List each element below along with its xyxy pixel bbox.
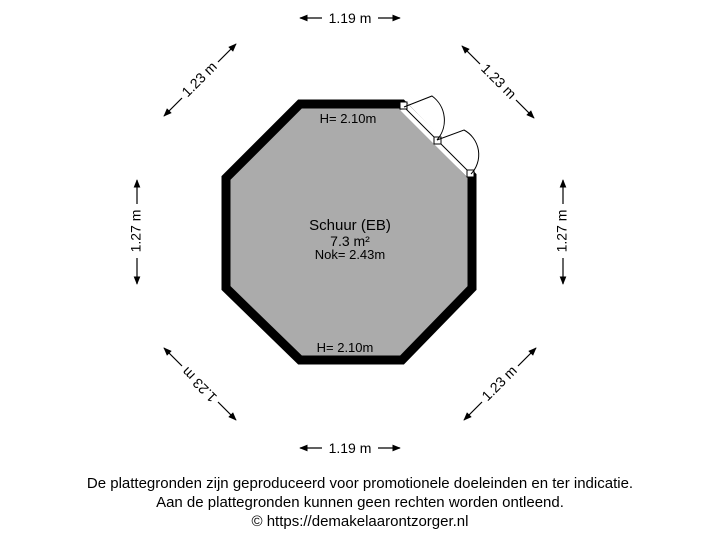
disclaimer-line-1: De plattegronden zijn geproduceerd voor … <box>86 475 634 492</box>
source-link[interactable]: © https://demakelaarontzorger.nl <box>251 513 469 530</box>
height-label-bottom: H= 2.10m <box>317 340 374 355</box>
door-icon <box>399 95 480 178</box>
disclaimer-line-2: Aan de plattegronden kunnen geen rechten… <box>156 494 564 511</box>
dimension-right: 1.27 m <box>554 179 570 285</box>
ridge-height: Nok= 2.43m <box>315 247 385 262</box>
dimension-top-left: 1.23 m <box>163 43 237 117</box>
dimension-bottom-right: 1.23 m <box>463 347 537 421</box>
dimension-bottom-left-label: 1.23 m <box>178 364 220 406</box>
height-label-top: H= 2.10m <box>320 111 377 126</box>
dimension-right-label: 1.27 m <box>554 210 570 253</box>
floor-plan: H= 2.10m Schuur (EB) 7.3 m² Nok= 2.43m H… <box>128 10 570 456</box>
dimension-bottom: 1.19 m <box>299 440 401 456</box>
dimension-left: 1.27 m <box>128 179 144 285</box>
dimension-bottom-right-label: 1.23 m <box>478 362 520 404</box>
room-name: Schuur (EB) <box>309 217 391 234</box>
dimension-top-right: 1.23 m <box>461 45 535 119</box>
dimension-left-label: 1.27 m <box>128 210 144 253</box>
dimension-top-label: 1.19 m <box>329 10 372 26</box>
dimension-top: 1.19 m <box>299 10 401 26</box>
dimension-bottom-label: 1.19 m <box>329 440 372 456</box>
dimension-top-left-label: 1.23 m <box>178 58 220 100</box>
dimension-top-right-label: 1.23 m <box>478 60 520 102</box>
dimension-bottom-left: 1.23 m <box>163 347 237 421</box>
room-area: 7.3 m² <box>330 233 370 249</box>
